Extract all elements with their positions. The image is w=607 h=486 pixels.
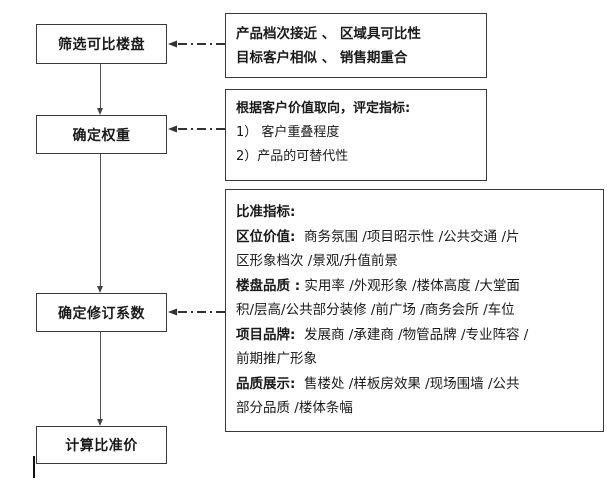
group-label: 品质展示: bbox=[236, 375, 296, 392]
step-label: 确定权重 bbox=[72, 127, 131, 144]
flow-connector-3 bbox=[100, 332, 101, 419]
step-determine-weights: 确定权重 bbox=[36, 115, 167, 154]
flow-connector-1 bbox=[100, 64, 101, 108]
note-item: 2）产品的可替代性 bbox=[236, 149, 349, 164]
step-determine-coefficients: 确定修订系数 bbox=[36, 293, 167, 332]
note-arrow-weight bbox=[168, 125, 177, 133]
group-text: 售楼处 /样板房效果 /现场围墙 /公共 bbox=[304, 375, 520, 392]
group-text: 发展商 /承建商 /物管品牌 /专业阵容 / bbox=[304, 326, 529, 343]
step-label: 确定修订系数 bbox=[58, 305, 145, 322]
indicator-group-brand: 项目品牌: 发展商 /承建商 /物管品牌 /专业阵容 / bbox=[236, 323, 593, 348]
note-weight-criteria: 根据客户价值取向，评定指标: 1） 客户重叠程度 2）产品的可替代性 bbox=[225, 89, 487, 181]
group-text-cont: 积/层高/公共部分装修 /前广场 /商务会所 /车位 bbox=[236, 302, 515, 318]
step-screen-comparables: 筛选可比楼盘 bbox=[36, 24, 167, 64]
group-label: 楼盘品质 : bbox=[236, 277, 301, 294]
group-text-cont: 部分品质 /楼体条幅 bbox=[236, 400, 353, 416]
group-label: 项目品牌: bbox=[236, 326, 296, 343]
group-text: 商务氛围 /项目昭示性 /公共交通 /片 bbox=[304, 228, 520, 245]
note-benchmark-indicators: 比准指标: 区位价值: 商务氛围 /项目昭示性 /公共交通 /片 区形象档次 /… bbox=[225, 189, 604, 432]
note-heading: 比准指标: bbox=[236, 204, 296, 220]
group-text-cont: 区形象档次 /景观/升值前景 bbox=[236, 253, 398, 269]
group-label: 区位价值: bbox=[236, 228, 296, 245]
flow-arrow-2 bbox=[97, 286, 103, 293]
group-text: 实用率 /外观形象 /楼体高度 /大堂面 bbox=[304, 277, 520, 294]
note-arrow-revise bbox=[168, 308, 177, 316]
group-text-cont: 前期推广形象 bbox=[236, 351, 317, 367]
step-label: 筛选可比楼盘 bbox=[58, 37, 145, 53]
text-cursor bbox=[33, 456, 35, 478]
indicator-group-display: 品质展示: 售楼处 /样板房效果 /现场围墙 /公共 bbox=[236, 372, 593, 397]
step-calculate-price: 计算比准价 bbox=[36, 426, 167, 464]
flow-arrow-1 bbox=[97, 108, 103, 115]
flow-connector-2 bbox=[100, 154, 101, 286]
note-line: 产品档次接近 、 区域具可比性 bbox=[236, 26, 421, 42]
step-label: 计算比准价 bbox=[65, 438, 138, 454]
indicator-group-location: 区位价值: 商务氛围 /项目昭示性 /公共交通 /片 bbox=[236, 225, 593, 250]
note-item: 1） 客户重叠程度 bbox=[236, 125, 340, 140]
indicator-group-quality: 楼盘品质 : 实用率 /外观形象 /楼体高度 /大堂面 bbox=[236, 274, 593, 299]
flow-arrow-3 bbox=[97, 419, 103, 426]
note-line: 目标客户相似 、 销售期重合 bbox=[236, 50, 408, 66]
note-arrow-screen bbox=[168, 40, 177, 48]
note-heading: 根据客户价值取向，评定指标: bbox=[236, 101, 411, 116]
note-screen-criteria: 产品档次接近 、 区域具可比性 目标客户相似 、 销售期重合 bbox=[225, 13, 487, 78]
